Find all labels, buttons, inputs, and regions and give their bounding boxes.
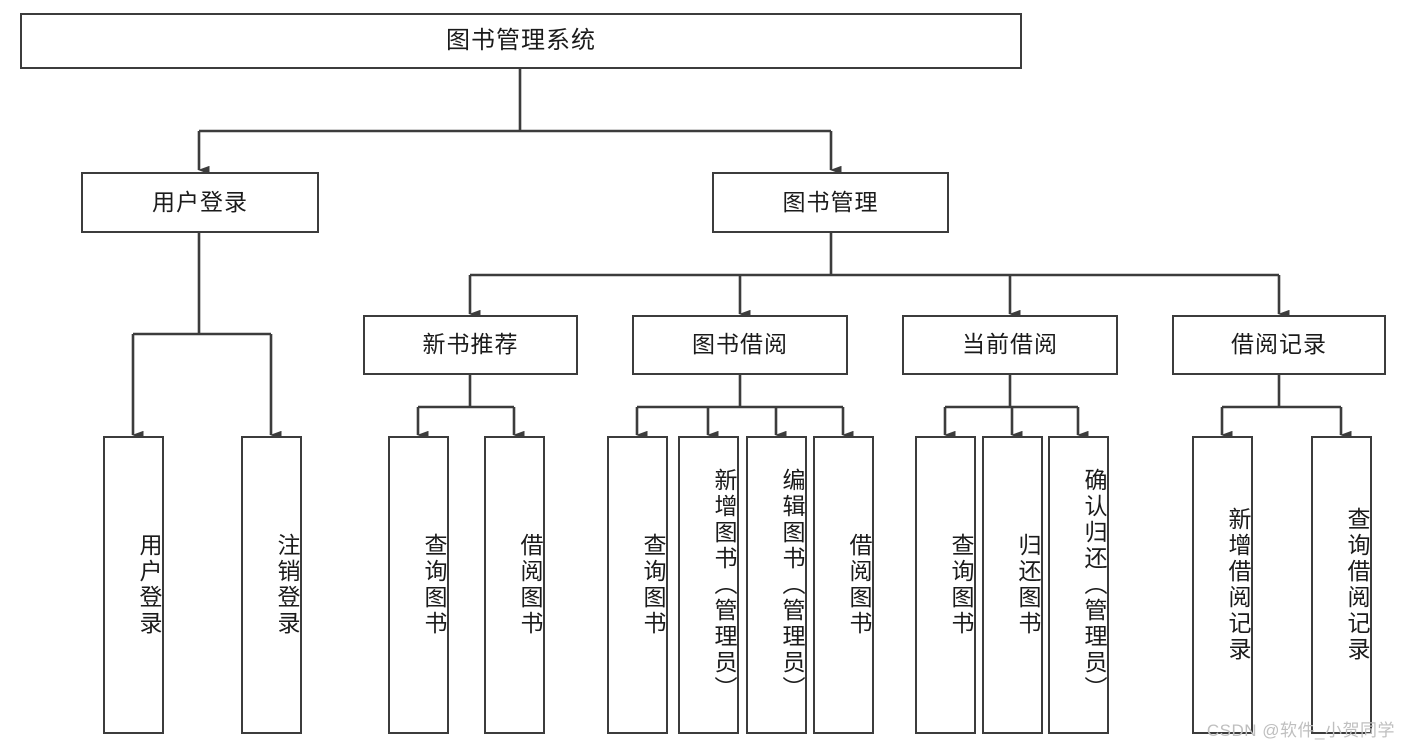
node-label: 图书管理系统 <box>446 26 596 54</box>
leaf-edit-book-admin[interactable]: 编辑图书（管理员） <box>746 436 807 734</box>
node-label: 确认归还（管理员） <box>1081 468 1107 702</box>
node-book-borrow[interactable]: 图书借阅 <box>632 315 848 375</box>
node-label: 查询图书 <box>421 533 447 637</box>
leaf-confirm-return-admin[interactable]: 确认归还（管理员） <box>1048 436 1109 734</box>
node-label: 图书管理 <box>782 188 879 215</box>
node-label: 新增图书（管理员） <box>711 468 737 702</box>
leaf-user-login[interactable]: 用户登录 <box>103 436 164 734</box>
leaf-logout[interactable]: 注销登录 <box>241 436 302 734</box>
node-label: 注销登录 <box>274 533 300 637</box>
node-label: 当前借阅 <box>962 331 1058 358</box>
node-label: 图书借阅 <box>692 331 788 358</box>
node-label: 查询图书 <box>948 533 974 637</box>
node-label: 新增借阅记录 <box>1225 507 1251 663</box>
node-label: 用户登录 <box>152 188 248 215</box>
node-book-management[interactable]: 图书管理 <box>712 172 949 233</box>
node-label: 用户登录 <box>136 533 162 637</box>
node-label: 新书推荐 <box>422 331 519 358</box>
node-root-book-management-system[interactable]: 图书管理系统 <box>20 13 1022 69</box>
node-new-book-recommendation[interactable]: 新书推荐 <box>363 315 578 375</box>
leaf-query-book-new[interactable]: 查询图书 <box>388 436 449 734</box>
node-label: 查询图书 <box>640 533 666 637</box>
leaf-query-book-current[interactable]: 查询图书 <box>915 436 976 734</box>
node-label: 查询借阅记录 <box>1344 507 1370 663</box>
node-label: 借阅图书 <box>846 533 872 637</box>
node-label: 编辑图书（管理员） <box>779 468 805 702</box>
node-borrow-record[interactable]: 借阅记录 <box>1172 315 1386 375</box>
leaf-borrow-book-new[interactable]: 借阅图书 <box>484 436 545 734</box>
node-label: 借阅图书 <box>517 533 543 637</box>
leaf-borrow-book[interactable]: 借阅图书 <box>813 436 874 734</box>
leaf-add-book-admin[interactable]: 新增图书（管理员） <box>678 436 739 734</box>
node-label: 归还图书 <box>1015 533 1041 637</box>
leaf-return-book[interactable]: 归还图书 <box>982 436 1043 734</box>
node-label: 借阅记录 <box>1231 331 1327 358</box>
watermark: CSDN @软件_小贺同学 <box>1206 721 1395 740</box>
node-user-login[interactable]: 用户登录 <box>81 172 319 233</box>
leaf-add-borrow-record[interactable]: 新增借阅记录 <box>1192 436 1253 734</box>
node-current-borrow[interactable]: 当前借阅 <box>902 315 1118 375</box>
leaf-query-book-borrow[interactable]: 查询图书 <box>607 436 668 734</box>
leaf-query-borrow-record[interactable]: 查询借阅记录 <box>1311 436 1372 734</box>
